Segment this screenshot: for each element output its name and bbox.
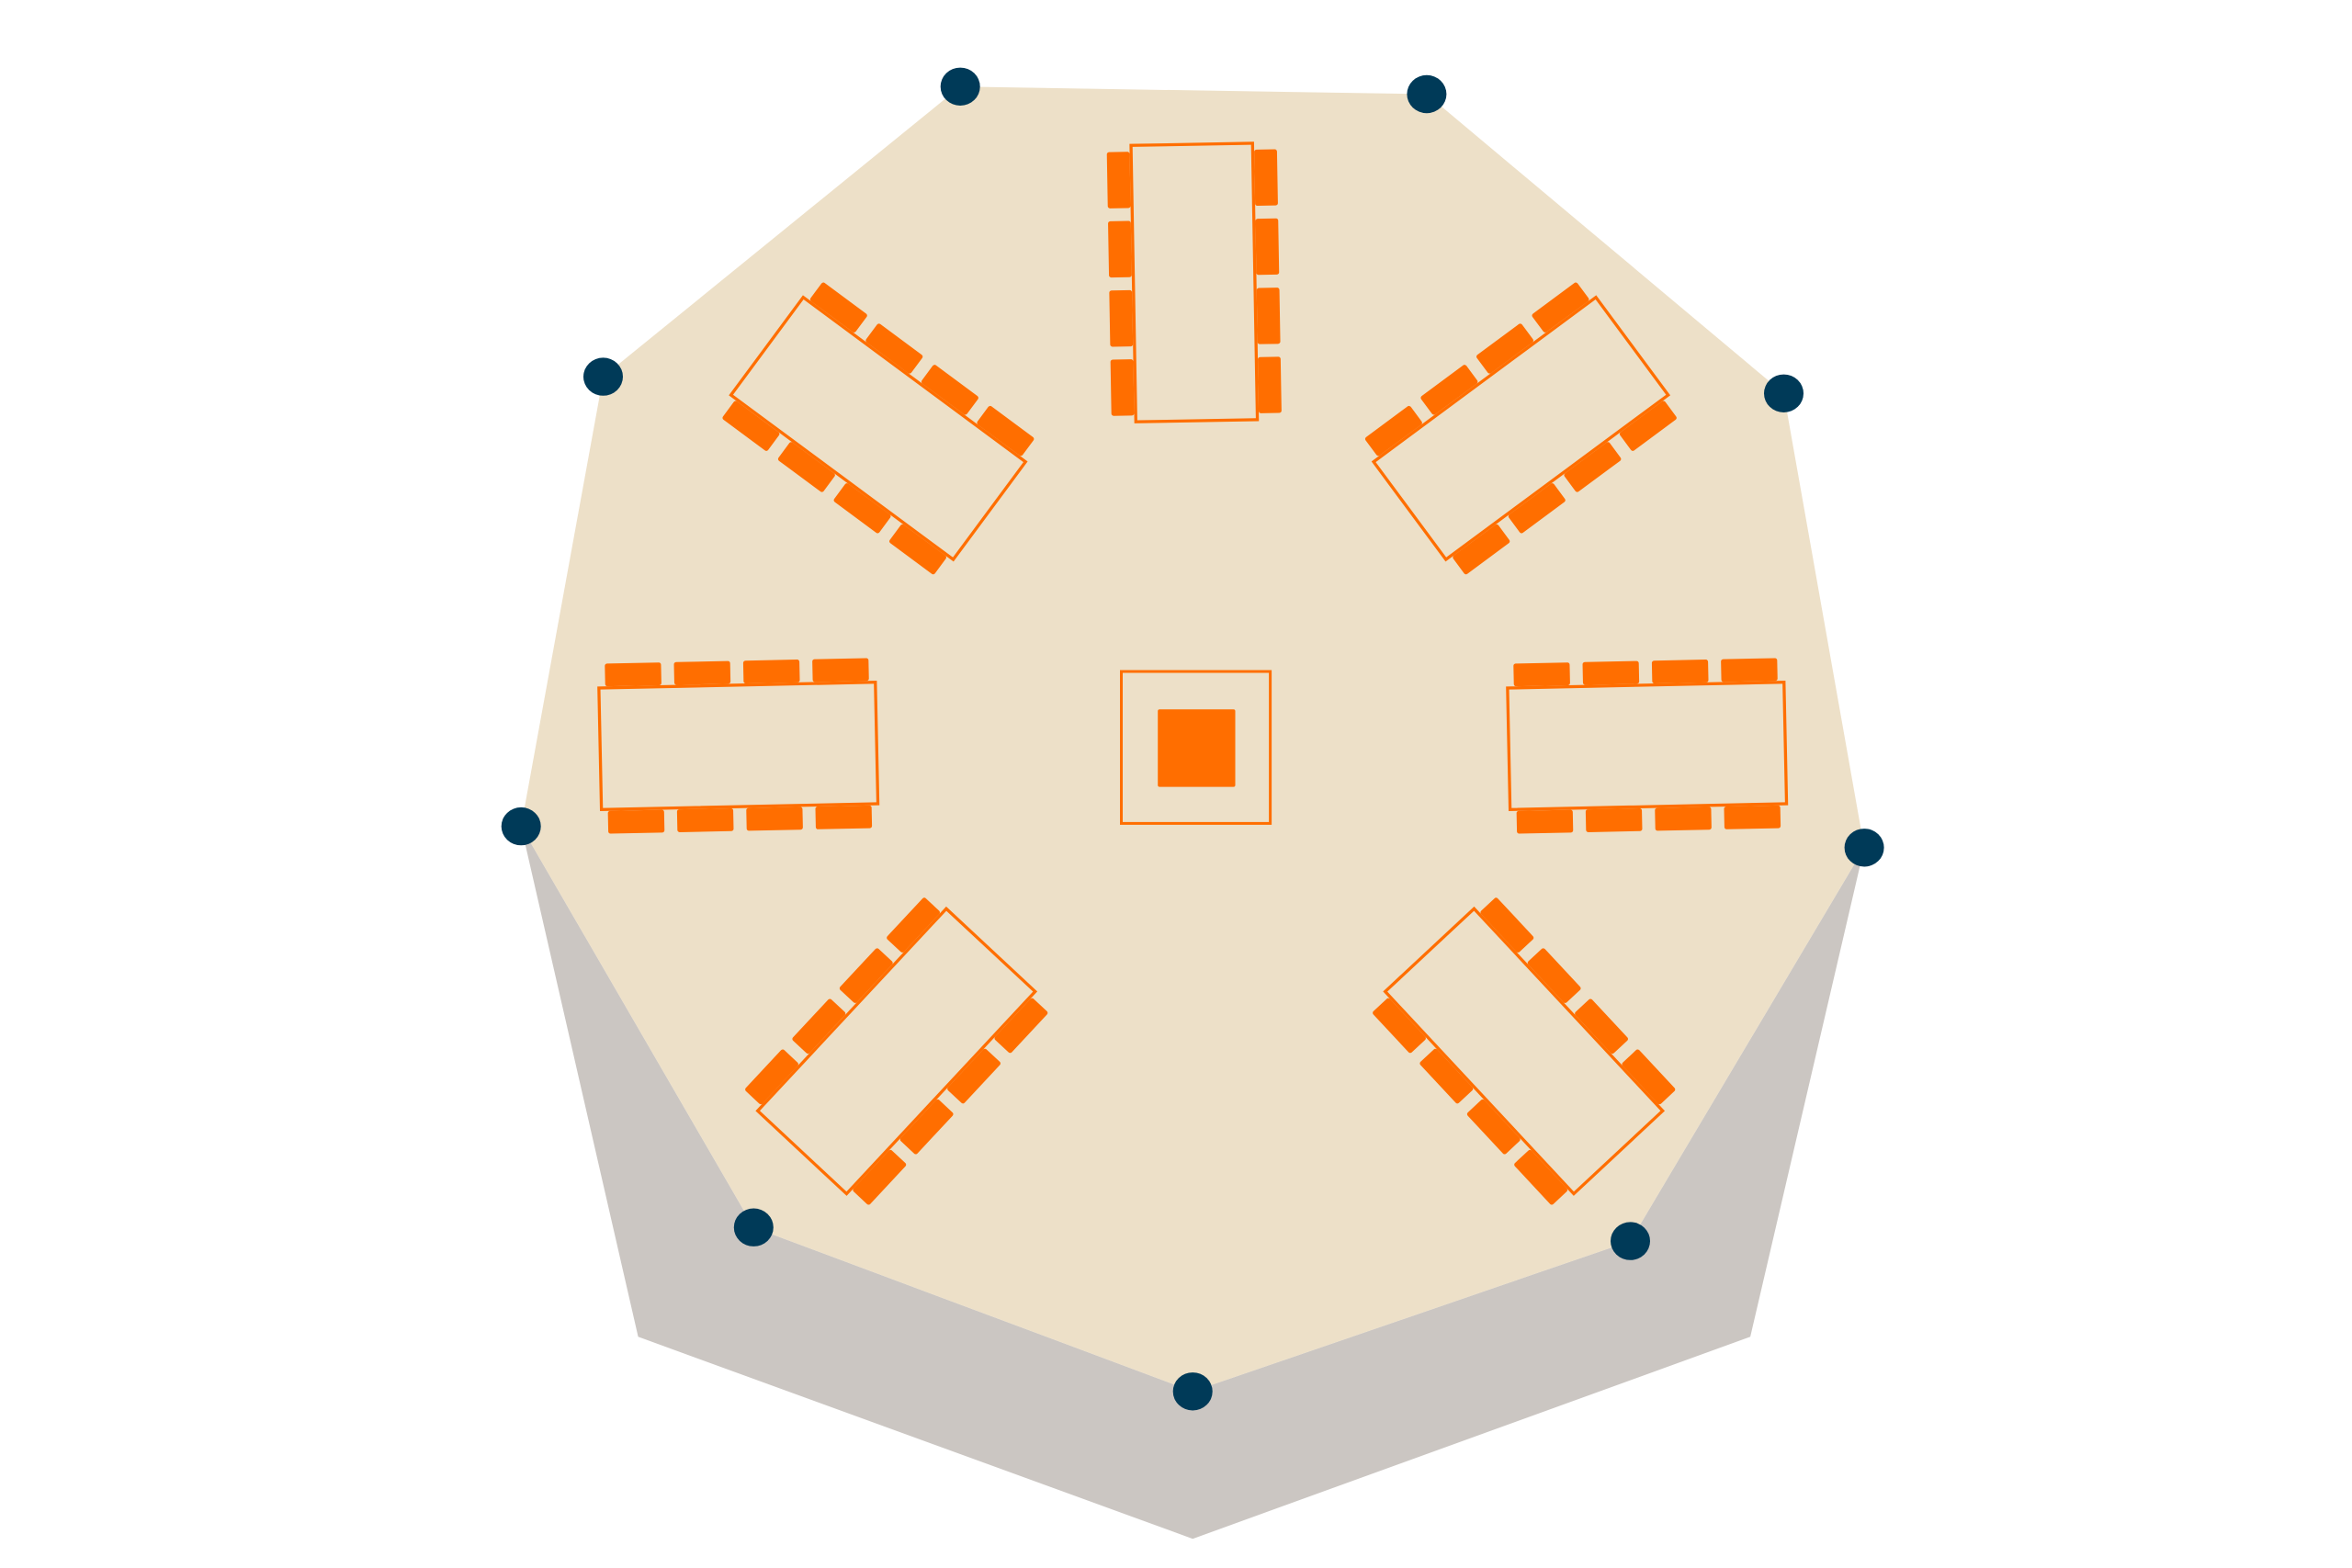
vertex-marker-7[interactable] — [733, 1208, 774, 1247]
chair-west-a-3 — [742, 660, 800, 684]
table-north-west — [722, 282, 1035, 575]
chair-west-b-4 — [815, 805, 873, 829]
chair-north-west-a-4 — [977, 405, 1035, 457]
table-north-east — [1364, 282, 1677, 575]
chair-north-east-a-1 — [1364, 405, 1422, 457]
chair-north-a-4 — [1258, 356, 1282, 413]
chair-north-east-b-4 — [1619, 400, 1677, 451]
vertex-marker-6[interactable] — [1172, 1372, 1213, 1411]
chair-north-west-a-3 — [921, 365, 978, 415]
chair-north-west-a-1 — [809, 282, 867, 333]
chair-east-b-3 — [1655, 807, 1712, 831]
chair-south-west-b-4 — [994, 998, 1048, 1054]
chair-east-a-1 — [1513, 662, 1570, 687]
chair-north-a-1 — [1254, 149, 1278, 207]
centerpiece-group — [1120, 670, 1272, 825]
table-top-north-west — [729, 295, 1028, 562]
table-west — [597, 658, 880, 834]
chair-north-west-b-2 — [777, 442, 835, 492]
table-east — [1506, 658, 1789, 834]
vertex-marker-3[interactable] — [1764, 374, 1804, 412]
chair-east-b-4 — [1724, 805, 1781, 829]
chair-south-west-b-1 — [853, 1149, 907, 1205]
chair-north-west-b-4 — [889, 524, 946, 575]
table-top-west — [597, 681, 880, 811]
table-top-north-east — [1371, 295, 1671, 562]
floor-shadow — [521, 826, 1865, 1540]
table-south-east — [1373, 897, 1676, 1205]
chair-west-a-2 — [673, 660, 731, 685]
chair-north-east-a-3 — [1476, 323, 1533, 374]
chair-south-west-a-2 — [792, 998, 846, 1055]
chair-east-b-2 — [1585, 807, 1643, 832]
chair-south-east-b-1 — [1373, 998, 1426, 1054]
chair-west-a-4 — [812, 658, 869, 682]
chair-south-west-b-2 — [899, 1099, 954, 1155]
chair-south-east-a-1 — [1480, 897, 1534, 953]
chair-north-b-3 — [1109, 289, 1134, 347]
chair-north-east-a-4 — [1532, 282, 1589, 333]
vertex-marker-8[interactable] — [501, 807, 541, 846]
vertex-marker-9[interactable] — [583, 357, 623, 396]
centerpiece-frame — [1120, 670, 1272, 825]
table-top-south-west — [755, 906, 1038, 1196]
table-top-south-east — [1383, 906, 1666, 1196]
chair-east-a-2 — [1582, 660, 1640, 685]
table-top-east — [1506, 681, 1789, 811]
centerpiece-block — [1158, 709, 1236, 787]
chair-north-b-1 — [1106, 152, 1131, 209]
chair-south-west-a-3 — [839, 948, 893, 1003]
chair-north-west-a-2 — [865, 323, 923, 374]
vertex-marker-2[interactable] — [1407, 74, 1447, 114]
chair-south-west-a-1 — [745, 1049, 798, 1105]
table-top-north — [1129, 141, 1260, 423]
chair-north-west-b-1 — [722, 400, 780, 451]
vertex-marker-4[interactable] — [1844, 829, 1884, 867]
table-north — [1106, 141, 1282, 423]
chair-west-b-3 — [746, 807, 803, 831]
chair-south-west-a-4 — [887, 897, 940, 953]
chair-north-b-2 — [1108, 220, 1132, 278]
chair-east-b-1 — [1516, 809, 1574, 834]
chair-north-east-b-2 — [1508, 483, 1566, 534]
chair-north-a-2 — [1255, 218, 1280, 276]
vertex-marker-1[interactable] — [940, 67, 980, 107]
chair-east-a-4 — [1721, 658, 1778, 682]
chair-west-a-1 — [605, 662, 662, 687]
chair-south-west-b-3 — [947, 1048, 1001, 1104]
chair-south-east-a-2 — [1527, 948, 1581, 1003]
chair-north-east-b-1 — [1453, 524, 1510, 575]
vertex-markers — [501, 67, 1884, 1411]
chair-south-east-a-3 — [1575, 998, 1628, 1055]
chair-north-east-b-3 — [1564, 442, 1622, 492]
chair-north-west-b-3 — [833, 483, 891, 534]
chair-north-b-4 — [1110, 359, 1135, 416]
chair-north-east-a-2 — [1420, 365, 1478, 415]
chair-west-b-1 — [607, 809, 665, 834]
tables-group — [597, 141, 1789, 1205]
floor-shadow-shape — [521, 826, 1865, 1540]
chair-east-a-3 — [1651, 660, 1709, 684]
chair-south-east-b-2 — [1419, 1048, 1474, 1104]
chair-south-east-b-3 — [1466, 1099, 1521, 1155]
table-south-west — [745, 897, 1048, 1205]
chair-west-b-2 — [676, 807, 734, 832]
chair-south-east-a-4 — [1622, 1049, 1676, 1105]
vertex-marker-5[interactable] — [1611, 1222, 1650, 1260]
chair-north-a-3 — [1256, 288, 1281, 344]
chair-south-east-b-4 — [1514, 1149, 1567, 1205]
